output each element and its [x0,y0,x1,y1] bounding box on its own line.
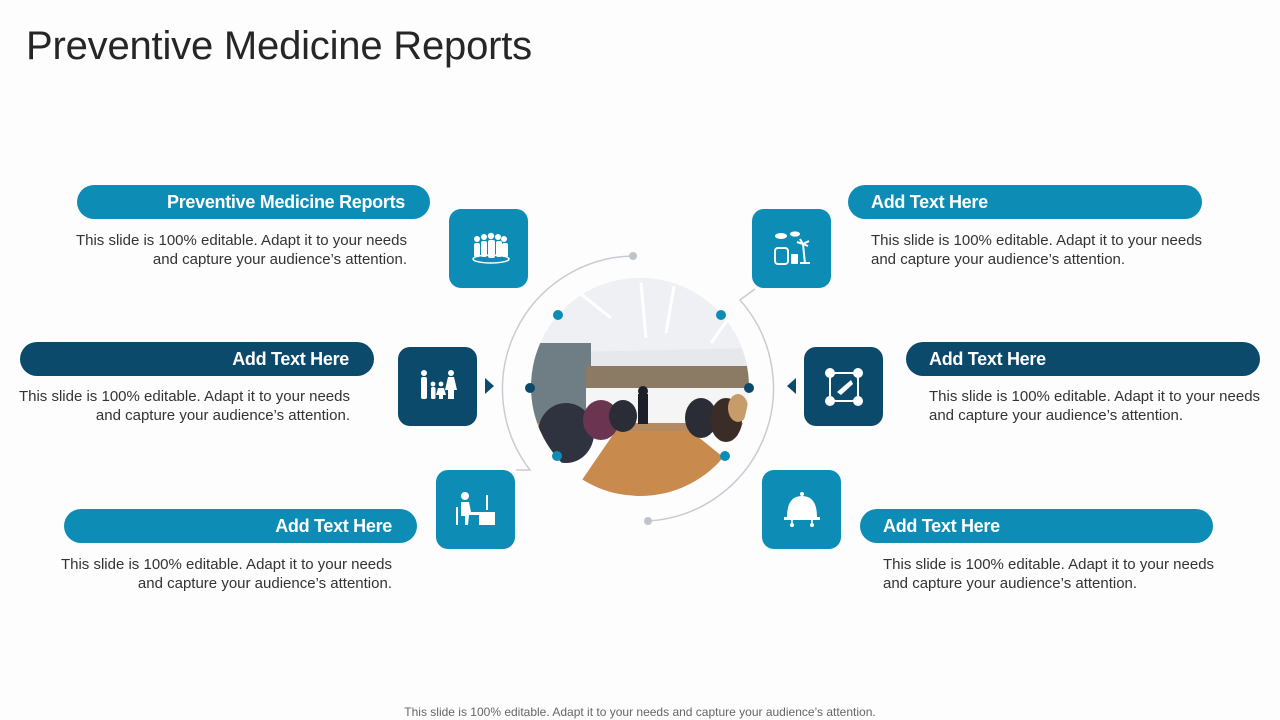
heading-pill-6[interactable]: Add Text Here [860,509,1213,543]
description-1: This slide is 100% editable. Adapt it to… [75,232,407,268]
arrow-left-icon [787,378,796,394]
arrow-right-icon [485,378,494,394]
description-5: This slide is 100% editable. Adapt it to… [929,388,1261,424]
icon-box-4[interactable] [752,209,831,288]
travel-vacation-icon [773,230,810,265]
heading-pill-4[interactable]: Add Text Here [848,185,1202,219]
heading-pill-1[interactable]: Preventive Medicine Reports [77,185,430,219]
team-group-icon [471,232,510,264]
description-3: This slide is 100% editable. Adapt it to… [60,556,392,592]
person-at-desk-icon [455,491,495,525]
page-title: Preventive Medicine Reports [26,24,532,68]
description-4: This slide is 100% editable. Adapt it to… [871,232,1203,268]
heading-pill-3[interactable]: Add Text Here [64,509,417,543]
megaphone-network-icon [824,367,863,406]
icon-box-6[interactable] [762,470,841,549]
description-2: This slide is 100% editable. Adapt it to… [18,388,350,424]
icon-box-5[interactable] [804,347,883,426]
family-icon [420,369,457,399]
conference-meeting-photo-icon [531,278,749,496]
heading-pill-5[interactable]: Add Text Here [906,342,1260,376]
description-6: This slide is 100% editable. Adapt it to… [883,556,1215,592]
icon-box-1[interactable] [449,209,528,288]
center-photo [531,278,749,496]
icon-box-3[interactable] [436,470,515,549]
footer-note: This slide is 100% editable. Adapt it to… [404,705,876,719]
icon-box-2[interactable] [398,347,477,426]
food-cloche-icon [783,491,820,527]
heading-pill-2[interactable]: Add Text Here [20,342,374,376]
